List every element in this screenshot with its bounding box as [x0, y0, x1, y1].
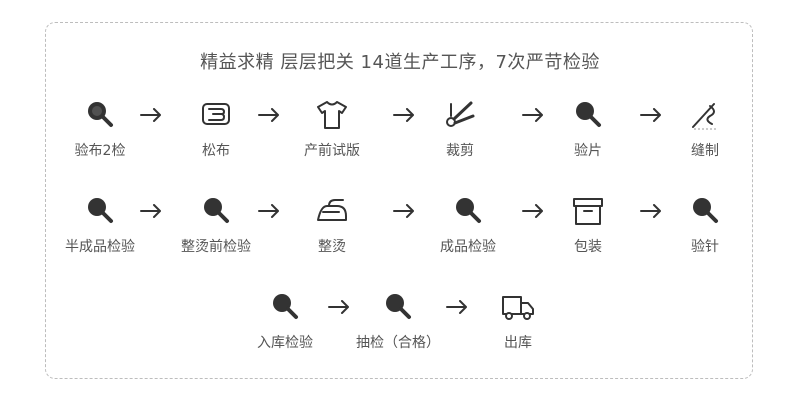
arrow-right-icon: [640, 108, 661, 122]
step-relax-fabric: 松布: [156, 98, 276, 160]
fabric-roll-icon: [202, 103, 230, 125]
step-inspect-pieces: 验片: [528, 98, 648, 160]
arrow-right-icon: [522, 108, 543, 122]
arrow-right-icon: [140, 108, 161, 122]
magnifier-icon: [204, 198, 229, 223]
step-label: 松布: [202, 143, 230, 159]
step-pre-production-sample: 产前试版: [272, 98, 392, 160]
step-label: 验布2检: [74, 143, 126, 159]
box-icon: [573, 198, 603, 225]
magnifier-icon: [273, 294, 298, 319]
step-semi-finished-inspection: 半成品检验: [40, 194, 160, 256]
step-ironing: 整烫: [272, 194, 392, 256]
magnifier-icon: [88, 198, 113, 223]
page-title: 精益求精 层层把关 14道生产工序，7次严苛检验: [200, 52, 600, 73]
magnifier-icon: [576, 102, 601, 127]
step-shipping: 出库: [458, 290, 578, 352]
step-inspect-fabric: 验布2检: [40, 98, 160, 160]
magnifier-icon: [693, 198, 718, 223]
step-label: 入库检验: [257, 335, 313, 351]
step-finished-inspection: 成品检验: [408, 194, 528, 256]
step-label: 裁剪: [446, 143, 474, 159]
magnifier-icon: [456, 198, 481, 223]
arrow-right-icon: [258, 204, 279, 218]
step-label: 包装: [574, 239, 602, 255]
step-label: 产前试版: [304, 143, 360, 159]
needle-thread-icon: [692, 103, 718, 130]
arrow-right-icon: [258, 108, 279, 122]
step-label: 半成品检验: [65, 239, 135, 255]
arrow-right-icon: [393, 204, 414, 218]
tshirt-icon: [317, 101, 347, 129]
arrow-right-icon: [328, 300, 349, 314]
step-pre-ironing-inspection: 整烫前检验: [156, 194, 276, 256]
step-cutting: 裁剪: [400, 98, 520, 160]
step-label: 出库: [504, 335, 532, 351]
step-label: 整烫: [318, 239, 346, 255]
step-label: 缝制: [691, 143, 719, 159]
step-warehouse-inspection: 入库检验: [225, 290, 345, 352]
step-label: 成品检验: [440, 239, 496, 255]
arrow-right-icon: [640, 204, 661, 218]
magnifier-icon: [386, 294, 411, 319]
arrow-right-icon: [522, 204, 543, 218]
dashed-frame: [45, 22, 753, 379]
step-label: 抽检（合格）: [356, 335, 440, 351]
arrow-right-icon: [393, 108, 414, 122]
step-label: 验片: [574, 143, 602, 159]
step-label: 整烫前检验: [181, 239, 251, 255]
arrow-right-icon: [446, 300, 467, 314]
step-label: 验针: [691, 239, 719, 255]
step-packaging: 包装: [528, 194, 648, 256]
step-sewing: 缝制: [645, 98, 765, 160]
arrow-right-icon: [140, 204, 161, 218]
scissors-icon: [446, 101, 475, 127]
step-sampling-qualified: 抽检（合格）: [338, 290, 458, 352]
magnifier-icon: [88, 102, 113, 127]
step-needle-detection: 验针: [645, 194, 765, 256]
truck-icon: [502, 296, 534, 320]
iron-icon: [317, 199, 347, 221]
